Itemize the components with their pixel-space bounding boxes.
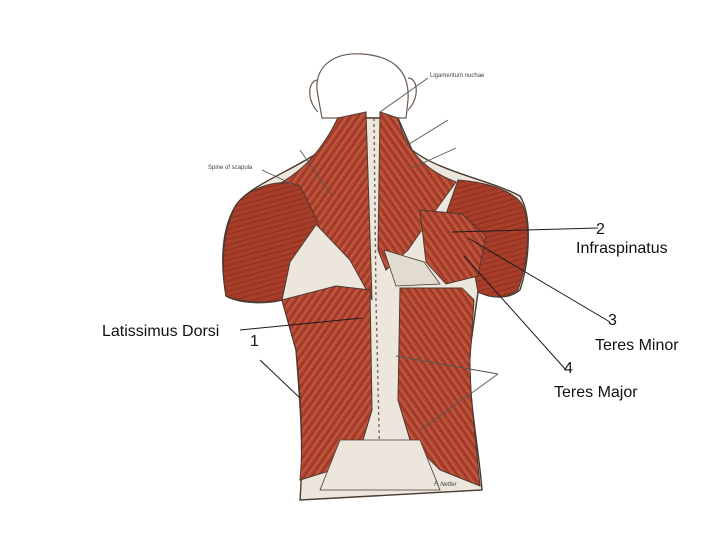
thoracolumbar-fascia (319, 439, 441, 491)
leader-line-1 (239, 317, 363, 331)
label-teres-minor: Teres Minor (595, 337, 679, 354)
ligamentum-label: Ligamentum nuchae (430, 73, 485, 79)
spine (373, 117, 381, 471)
label-infraspinatus: Infraspinatus (576, 240, 668, 257)
leader-line-3 (467, 237, 611, 323)
infraspinatus-right (419, 209, 487, 285)
unlabeled-leader-lines (261, 77, 499, 431)
deltoid-left (222, 182, 319, 303)
number-4: 4 (564, 360, 573, 377)
leader-line-4 (463, 255, 567, 371)
spine-scapula-label: Spine of scapula (208, 165, 253, 171)
number-1: 1 (250, 333, 259, 350)
label-latissimus-dorsi: Latissimus Dorsi (102, 323, 220, 340)
head (309, 53, 417, 119)
number-2: 2 (596, 221, 605, 238)
label-teres-major: Teres Major (554, 384, 638, 401)
rhomboid-tendon-area (383, 249, 441, 287)
deltoid-right (445, 179, 529, 298)
artist-signature: F. Netter (434, 482, 457, 488)
latissimus-left (281, 285, 373, 481)
number-3: 3 (608, 312, 617, 329)
latissimus-right (397, 287, 481, 487)
leader-line-2 (451, 227, 599, 233)
numbered-leader-lines (239, 227, 611, 399)
trapezius-left (267, 111, 373, 301)
leader-line-1b (259, 359, 301, 399)
trapezius-right (377, 111, 457, 271)
